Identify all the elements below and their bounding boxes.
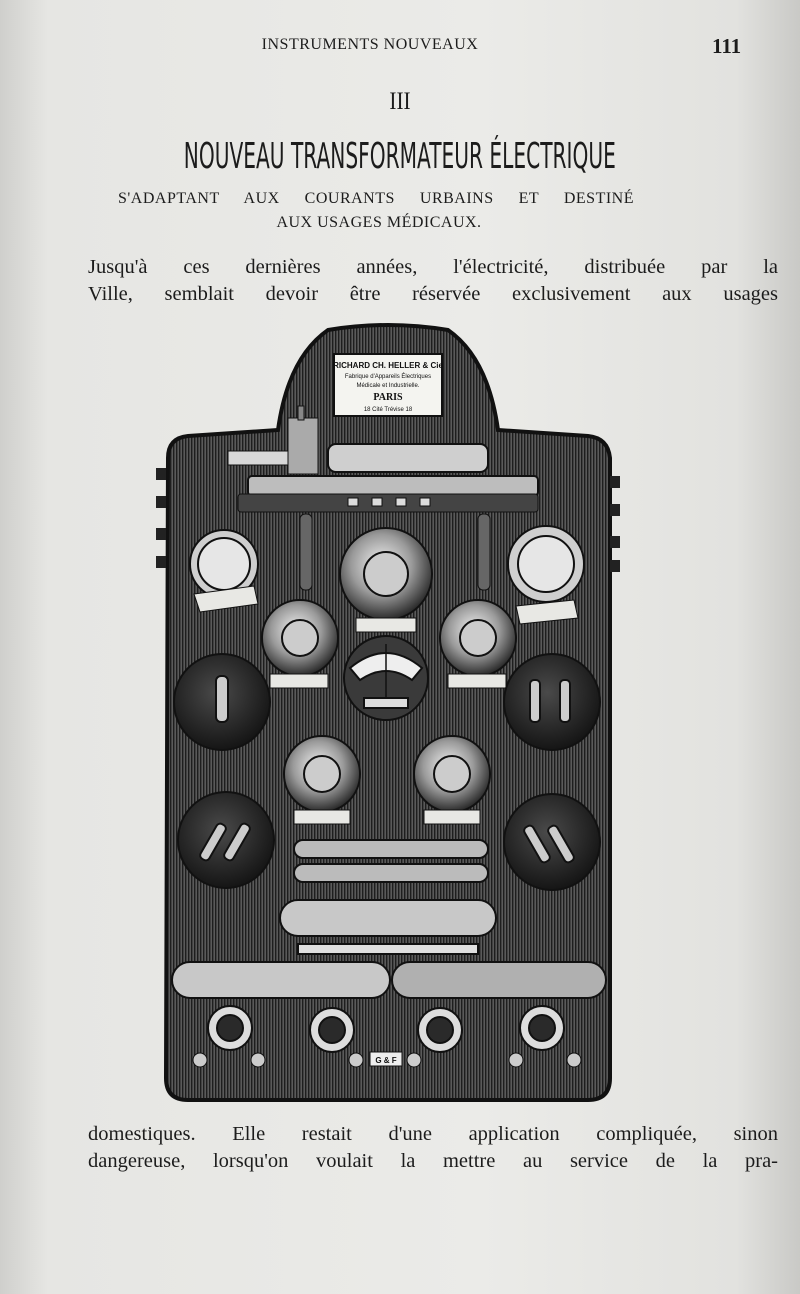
svg-text:Fabrique d'Appareils Électriqu: Fabrique d'Appareils Électriques	[345, 373, 431, 380]
body-line: dangereuse, lorsqu'on voulait la mettre …	[88, 1150, 778, 1172]
galvanometer	[343, 635, 429, 721]
body-line: domestiques. Elle restait d'une applicat…	[88, 1123, 778, 1145]
svg-text:Médicale et Industrielle.: Médicale et Industrielle.	[356, 383, 419, 389]
subtitle-line-1: S'ADAPTANT AUX COURANTS URBAINS ET DESTI…	[118, 190, 634, 207]
side-terminals	[156, 468, 620, 572]
subtitle-line-2: AUX USAGES MÉDICAUX.	[276, 214, 482, 231]
svg-text:18 Cité Trévise 18: 18 Cité Trévise 18	[364, 407, 413, 413]
body-line-text: Jusqu'à ces dernières années, l'électric…	[88, 256, 778, 278]
output-sockets	[207, 1005, 565, 1053]
section-title: NOUVEAU TRANSFORMATEUR ÉLECTRIQUE	[183, 136, 617, 177]
body-line: Jusqu'à ces dernières années, l'électric…	[88, 256, 778, 279]
bottom-label-text: G & F	[375, 1056, 396, 1065]
section-number: III	[389, 88, 411, 115]
maker-plate: RICHARD CH. HELLER & Cie Fabrique d'Appa…	[333, 353, 443, 417]
svg-text:RICHARD CH. HELLER & Cie: RICHARD CH. HELLER & Cie	[333, 361, 443, 370]
switch-dials	[173, 653, 601, 891]
page-number: 111	[712, 34, 742, 58]
knob-label-plates	[193, 585, 579, 825]
control-knobs	[189, 525, 585, 813]
body-line: Ville, semblait devoir être réservée exc…	[88, 283, 778, 305]
running-header: INSTRUMENTS NOUVEAUX	[261, 36, 479, 53]
section-title-wrap: NOUVEAU TRANSFORMATEUR ÉLECTRIQUE	[0, 136, 800, 177]
transformer-engraving: RICHARD CH. HELLER & Cie Fabrique d'Appa…	[156, 323, 620, 1102]
svg-text:PARIS: PARIS	[373, 392, 403, 403]
induction-coil	[227, 405, 539, 591]
terminal-screws	[192, 1052, 582, 1068]
bottom-label: G & F	[369, 1051, 403, 1067]
rheostats	[171, 839, 607, 999]
